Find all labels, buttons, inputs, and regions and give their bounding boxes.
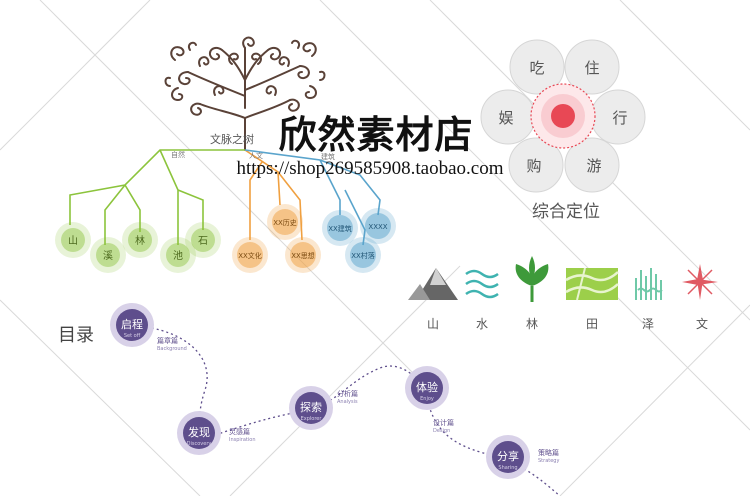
culture-node-label: XX文化 — [238, 251, 262, 260]
petal-label: 行 — [612, 109, 627, 127]
element-label: 文 — [696, 316, 708, 331]
positioning-flower: 吃 住 行 游 购 娱 综合定位 — [481, 40, 645, 222]
element-label: 泽 — [642, 317, 654, 331]
toc-title: 目录 — [58, 325, 94, 346]
toc-stop-title: 探索 — [300, 400, 322, 414]
toc-stop-title: 发现 — [188, 425, 210, 439]
forest-icon — [516, 256, 549, 302]
petal-label: 娱 — [498, 109, 513, 127]
element-label: 林 — [526, 317, 538, 331]
toc-stop[interactable]: 探索 Explorer 分析篇 Analysis — [289, 386, 358, 430]
branch-label-nature: 自然 — [171, 150, 185, 159]
culture-node-label: XX思想 — [291, 251, 315, 260]
toc-stop[interactable]: 分享 Sharing 策略篇 Strategy — [486, 435, 559, 479]
culture-nodes: XX历史 XX文化 XX思想 — [232, 204, 321, 273]
petal-label: 吃 — [529, 59, 544, 77]
nature-node-label: 石 — [198, 236, 208, 247]
toc-chapter: 策略篇 — [538, 448, 559, 457]
nature-node-label: 溪 — [103, 250, 113, 262]
toc-stop-english: Explorer — [301, 416, 323, 422]
toc-chapter: 设计篇 — [433, 418, 454, 427]
element-icons: 山 水 林 田 泽 文 — [408, 256, 718, 331]
watermark-shop-name: 欣然素材店 — [276, 104, 476, 159]
toc-chapter-english: Design — [433, 428, 450, 434]
toc-stop[interactable]: 体验 Enjoy 设计篇 Design — [405, 366, 454, 434]
toc-stop-english: Discovery — [187, 441, 212, 447]
nature-nodes: 山 溪 林 池 石 — [55, 222, 221, 273]
nature-node-label: 山 — [68, 235, 78, 247]
toc-stop-title: 体验 — [416, 380, 438, 394]
toc-stop-title: 启程 — [121, 318, 143, 331]
marsh-icon — [636, 268, 662, 300]
water-icon — [466, 271, 498, 297]
toc-stop-english: Set off — [124, 333, 141, 339]
toc-stop-english: Enjoy — [420, 396, 434, 402]
toc-chapter-english: Background — [157, 346, 187, 352]
tree-title: 文脉之树 — [210, 132, 254, 146]
watermark-url: https://shop269585908.taobao.com — [210, 158, 530, 180]
building-node-label: XX村落 — [351, 251, 375, 260]
toc-roadmap: 目录 启程 Set off 篇章篇 Background 发现 Discover… — [58, 303, 560, 496]
positioning-label: 综合定位 — [532, 202, 600, 222]
element-label: 田 — [586, 317, 598, 331]
culture-star-icon — [682, 264, 718, 300]
building-node-label: XXXX — [368, 223, 387, 231]
toc-stop[interactable]: 发现 Discovery 灵感篇 Inspiration — [177, 411, 256, 455]
flower-center-dot — [551, 104, 575, 128]
element-label: 水 — [476, 317, 488, 331]
toc-chapter: 灵感篇 — [229, 427, 250, 436]
culture-node-label: XX历史 — [273, 218, 297, 227]
mountain-icon — [408, 268, 458, 300]
toc-chapter: 篇章篇 — [157, 336, 178, 345]
toc-chapter-english: Strategy — [538, 458, 559, 464]
nature-node-label: 池 — [173, 249, 183, 262]
toc-chapter-english: Analysis — [337, 399, 358, 405]
toc-chapter: 分析篇 — [337, 389, 358, 398]
petal-label: 住 — [584, 59, 599, 77]
building-node-label: XX建筑 — [328, 224, 352, 233]
element-label: 山 — [427, 317, 439, 331]
petal-label: 游 — [586, 157, 601, 175]
nature-node-label: 林 — [135, 234, 145, 247]
toc-chapter-english: Inspiration — [229, 437, 256, 443]
toc-stop[interactable]: 启程 Set off 篇章篇 Background — [110, 303, 187, 352]
toc-stop-english: Sharing — [498, 465, 517, 471]
field-icon — [566, 268, 618, 300]
toc-stop-title: 分享 — [497, 449, 519, 463]
